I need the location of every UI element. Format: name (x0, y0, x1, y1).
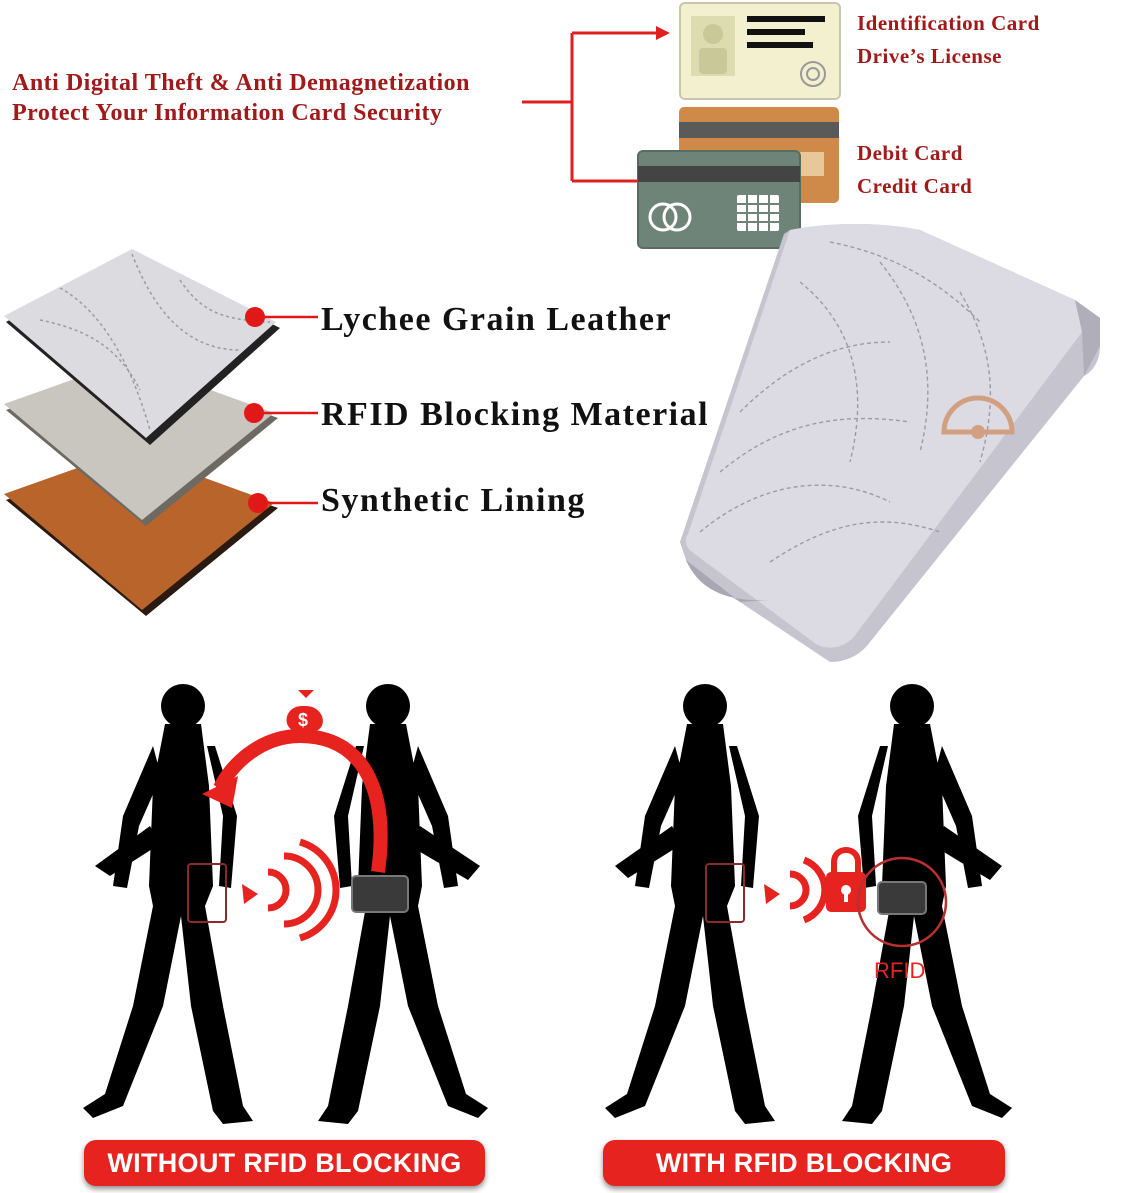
lock-icon (826, 847, 866, 912)
rfid-reader-icon (187, 863, 227, 923)
theft-arrow (213, 728, 388, 873)
without-rfid-banner: WITHOUT RFID BLOCKING (84, 1140, 485, 1186)
bank-card-label: Debit Card Credit Card (857, 137, 972, 203)
bank-card-label-line-2: Credit Card (857, 174, 973, 198)
headline: Anti Digital Theft & Anti Demagnetizatio… (12, 68, 470, 128)
bank-card-label-line-1: Debit Card (857, 141, 963, 165)
svg-text:$: $ (298, 710, 308, 730)
id-card-icon (679, 2, 841, 100)
wallet-product-image (680, 224, 1100, 662)
layer-label-lining: Synthetic Lining (321, 482, 586, 519)
rfid-tag: RFID (874, 958, 925, 983)
id-card-label-line-1: Identification Card (857, 11, 1040, 35)
victim-figure-right (605, 684, 775, 1124)
victim-figure-left (83, 684, 253, 1124)
wallet-icon (351, 875, 409, 913)
headline-line-1: Anti Digital Theft & Anti Demagnetizatio… (12, 70, 471, 96)
id-card-label: Identification Card Drive’s License (857, 7, 1040, 73)
arms-left (95, 826, 480, 880)
material-layers-diagram (4, 249, 318, 616)
rfid-scene-illustration: $ RFID (83, 684, 1012, 1124)
with-rfid-banner: WITH RFID BLOCKING (603, 1140, 1005, 1186)
credit-card-icon (637, 150, 801, 249)
id-card-label-line-2: Drive’s License (857, 44, 1002, 68)
layer-label-rfid: RFID Blocking Material (321, 396, 710, 433)
money-bag-icon: $ (286, 690, 323, 733)
radio-waves-icon (267, 838, 340, 942)
layer-label-leather: Lychee Grain Leather (321, 301, 673, 338)
headline-line-2: Protect Your Information Card Security (12, 100, 443, 126)
